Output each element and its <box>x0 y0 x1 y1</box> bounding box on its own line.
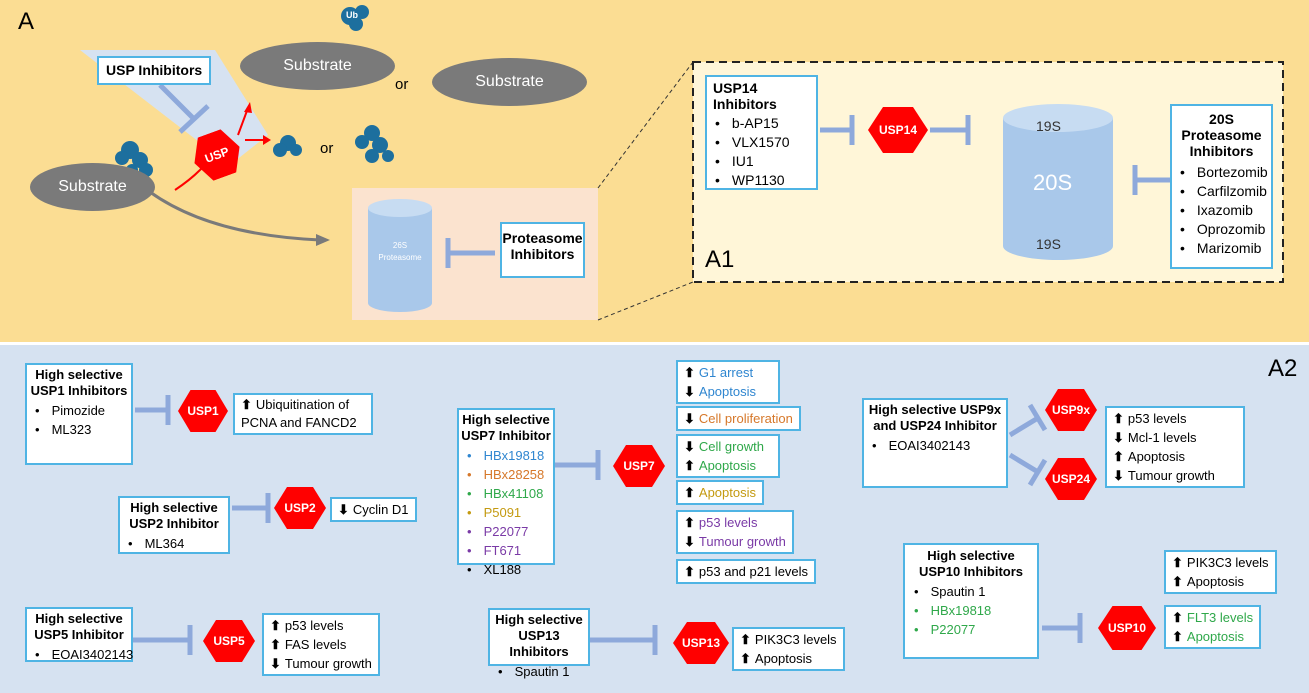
usp9x-effect-box: ⬆p53 levels ⬇Mcl-1 levels ⬆Apoptosis ⬇Tu… <box>1105 406 1245 488</box>
usp14-item: b-AP15 <box>715 114 814 133</box>
usp5-item: EOAI3402143 <box>35 645 134 664</box>
usp14-item: IU1 <box>715 152 814 171</box>
usp7-effect-box-5: ⬆p53 levels ⬇Tumour growth <box>676 510 794 554</box>
usp5-title: High selective USP5 Inhibitor <box>34 611 124 642</box>
usp-inhibitors-box: USP Inhibitors <box>97 56 212 85</box>
19s-top-label: 19S <box>1036 118 1061 134</box>
panel-a-label: A <box>18 8 35 35</box>
usp7-item: HBx19818 <box>467 446 551 465</box>
usp7-item: XL188 <box>467 560 551 579</box>
usp1-effect-box: ⬆Ubiquitination of PCNA and FANCD2 <box>233 393 373 435</box>
panel-a2-label: A2 <box>1268 355 1298 382</box>
usp14-item: VLX1570 <box>715 133 814 152</box>
usp2-item: ML364 <box>128 534 226 553</box>
usp9x-usp24-inhibitors-box: High selective USP9x and USP24 Inhibitor… <box>862 398 1008 488</box>
usp10-inhibitors-box: High selective USP10 Inhibitors Spautin … <box>903 543 1039 659</box>
usp1-inhibitors-box: High selective USP1 Inhibitors PimozideM… <box>25 363 133 465</box>
usp7-item: HBx41108 <box>467 484 551 503</box>
panel-a1-label: A1 <box>705 246 735 273</box>
20s-label: 20S <box>1033 170 1073 195</box>
20s-inhibitors-title: 20S Proteasome Inhibitors <box>1181 111 1262 159</box>
20s-inhibitor-item: Ixazomib <box>1180 201 1269 220</box>
usp7-item: FT671 <box>467 541 551 560</box>
20s-inhibitor-item: Carfilzomib <box>1180 182 1269 201</box>
usp7-effect-box-4: ⬆Apoptosis <box>676 480 764 505</box>
usp10-title: High selective USP10 Inhibitors <box>918 548 1024 579</box>
usp7-title: High selective USP7 Inhibitor <box>461 412 551 443</box>
or-label-1: or <box>395 76 409 93</box>
usp7-inhibitors-box: High selective USP7 Inhibitor HBx19818 H… <box>457 408 555 577</box>
usp7-effect-box-2: ⬇Cell proliferation <box>676 406 801 431</box>
substrate-oval-bottom: Substrate <box>30 163 155 211</box>
usp13-effect-box: ⬆PIK3C3 levels ⬆Apoptosis <box>732 627 845 671</box>
19s-bottom-label: 19S <box>1036 236 1061 252</box>
usp9x-title: High selective USP9x and USP24 Inhibitor <box>868 402 1002 433</box>
substrate-oval: Substrate <box>432 58 587 106</box>
usp1-title: High selective USP1 Inhibitors <box>30 367 128 398</box>
usp7-hexagon: USP7 <box>613 445 665 487</box>
usp7-item: P5091 <box>467 503 551 522</box>
usp7-item: P22077 <box>467 522 551 541</box>
usp13-title: High selective USP13 Inhibitors <box>495 612 583 659</box>
panel-a <box>0 0 1309 342</box>
usp1-item: Pimozide <box>35 401 129 420</box>
usp9x-item: EOAI3402143 <box>872 436 1004 455</box>
usp2-inhibitors-box: High selective USP2 Inhibitor ML364 <box>118 496 230 554</box>
usp13-inhibitors-box: High selective USP13 Inhibitors Spautin … <box>488 608 590 679</box>
usp7-item: HBx28258 <box>467 465 551 484</box>
usp7-effect-box-3: ⬇Cell growth ⬆Apoptosis <box>676 434 780 478</box>
20s-proteasome-inhibitors-box: 20S Proteasome Inhibitors Bortezomib Car… <box>1170 104 1273 269</box>
usp14-inhibitors-title: USP14 Inhibitors <box>713 80 777 112</box>
usp2-title: High selective USP2 Inhibitor <box>129 500 219 531</box>
usp10-effect-box-1: ⬆PIK3C3 levels ⬆Apoptosis <box>1164 550 1277 594</box>
usp13-item: Spautin 1 <box>498 662 586 681</box>
usp10-item: HBx19818 <box>914 601 1034 620</box>
or-label-2: or <box>320 140 334 157</box>
usp5-inhibitors-box: High selective USP5 Inhibitor EOAI340214… <box>25 607 133 662</box>
usp10-effect-box-2: ⬆FLT3 levels ⬆Apoptosis <box>1164 605 1262 649</box>
usp1-item: ML323 <box>35 420 129 439</box>
usp5-hexagon: USP5 <box>203 620 255 662</box>
usp5-effect-box: ⬆p53 levels ⬆FAS levels ⬇Tumour growth <box>262 613 380 676</box>
20s-inhibitor-item: Oprozomib <box>1180 220 1269 239</box>
20s-inhibitor-item: Bortezomib <box>1180 163 1269 182</box>
usp7-effect-box-1: ⬆G1 arrest ⬇Apoptosis <box>676 360 780 404</box>
proteasome-inhibitors-box: Proteasome Inhibitors <box>500 222 585 278</box>
usp7-effect-box-6: ⬆p53 and p21 levels <box>676 559 817 584</box>
ub-label: Ub <box>346 10 358 20</box>
usp14-item: WP1130 <box>715 171 814 190</box>
usp2-effect-box: ⬇Cyclin D1 <box>330 497 417 522</box>
20s-inhibitor-item: Marizomib <box>1180 239 1269 258</box>
usp14-inhibitors-box: USP14 Inhibitors b-AP15 VLX1570 IU1 WP11… <box>705 75 818 190</box>
usp10-item: Spautin 1 <box>914 582 1034 601</box>
substrate-oval-ub: Substrate <box>240 42 395 90</box>
usp10-item: P22077 <box>914 620 1034 639</box>
